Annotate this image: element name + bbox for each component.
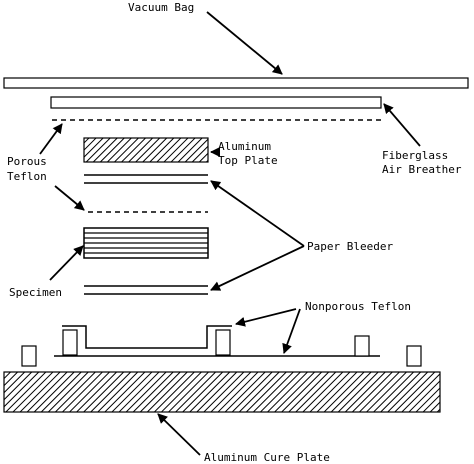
- spacer-block-5: [406, 345, 422, 367]
- spacer-block-3: [215, 329, 231, 356]
- arrow-specimen: [49, 245, 84, 281]
- nonporous-teflon-upper: [62, 325, 232, 349]
- label-nonporous-teflon: Nonporous Teflon: [305, 300, 411, 313]
- arrow-bleeder-upper: [210, 180, 305, 247]
- arrow-cure-plate: [157, 413, 201, 456]
- aluminum-cure-plate: [3, 371, 441, 413]
- vacuum-bag-layer: [3, 77, 469, 89]
- arrow-porous-teflon-lower: [54, 185, 85, 211]
- arrow-bleeder-lower: [210, 245, 305, 291]
- label-specimen: Specimen: [9, 286, 62, 299]
- label-fiberglass-1: Fiberglass: [382, 149, 448, 162]
- aluminum-top-plate: [83, 137, 209, 163]
- fiberglass-breather-layer: [50, 96, 382, 109]
- label-paper-bleeder: Paper Bleeder: [307, 240, 393, 253]
- label-aluminum-top-2: Top Plate: [218, 154, 278, 167]
- label-porous-teflon-2: Teflon: [7, 170, 47, 183]
- specimen-stack: [83, 227, 209, 259]
- label-vacuum-bag: Vacuum Bag: [128, 1, 194, 14]
- spacer-block-2: [62, 329, 78, 356]
- label-aluminum-top-1: Aluminum: [218, 140, 271, 153]
- arrow-fiberglass: [383, 103, 421, 147]
- arrow-vacuum-bag: [206, 11, 283, 75]
- arrow-porous-teflon-upper: [39, 123, 63, 155]
- spacer-block-4: [354, 335, 370, 357]
- arrow-nonporous-upper: [235, 308, 297, 327]
- arrow-nonporous-lower: [282, 308, 301, 354]
- label-porous-teflon-1: Porous: [7, 155, 47, 168]
- label-fiberglass-2: Air Breather: [382, 163, 462, 176]
- label-aluminum-cure-plate: Aluminum Cure Plate: [204, 451, 330, 464]
- spacer-block-1: [21, 345, 37, 367]
